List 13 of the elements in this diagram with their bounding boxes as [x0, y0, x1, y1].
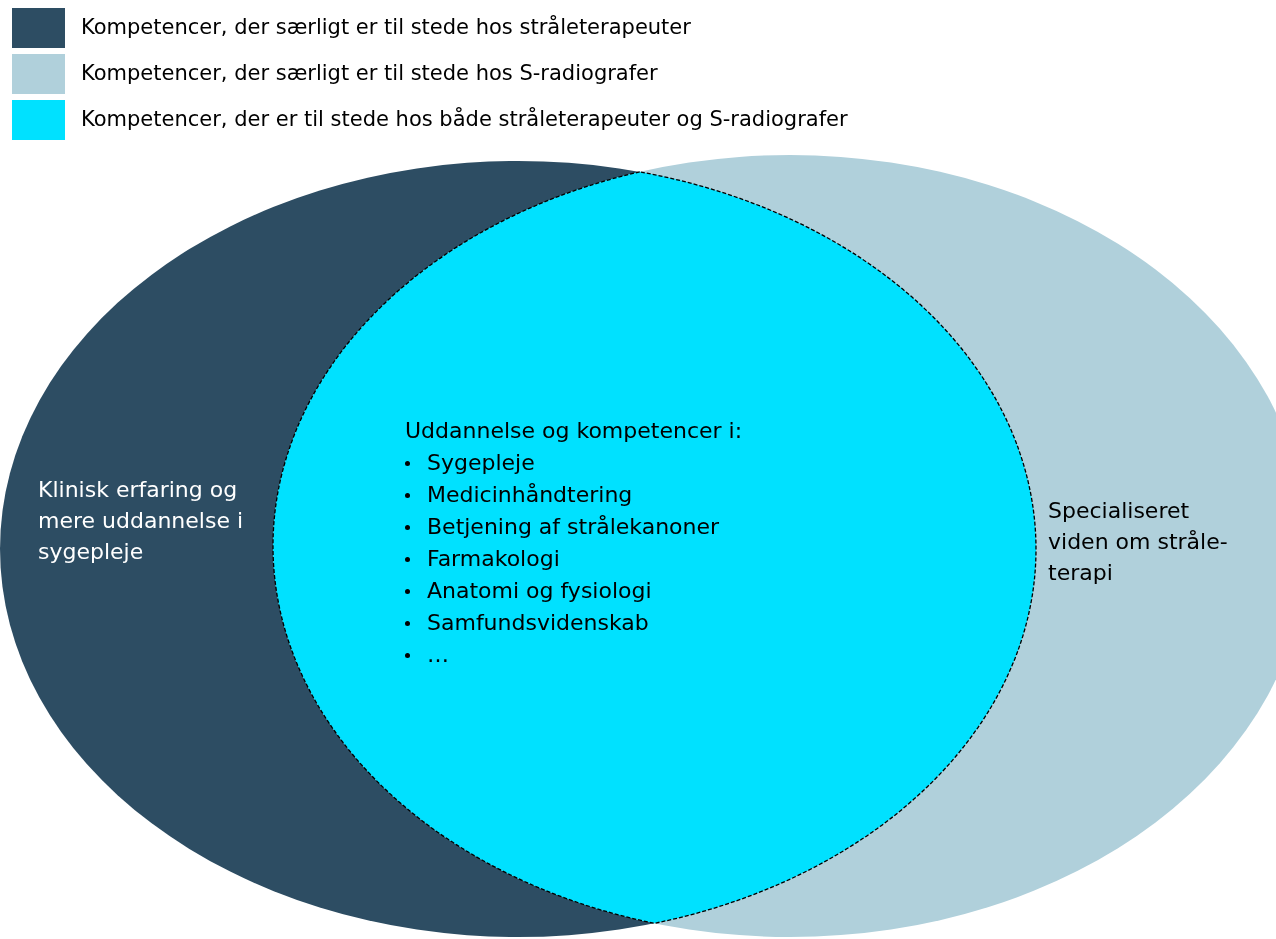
legend-label: Kompetencer, der særligt er til stede hos stråleterapeuter [81, 14, 691, 42]
legend-label: Kompetencer, der er til stede hos både stråleterapeuter og S-radiografer [81, 106, 848, 134]
list-item: Farmakologi [427, 545, 560, 573]
list-item: Anatomi og fysiologi [427, 577, 652, 605]
list-item: Betjening af strålekanoner [427, 513, 720, 541]
list-item: Sygepleje [427, 449, 535, 477]
list-heading: Uddannelse og kompetencer i: [405, 417, 744, 445]
legend-label: Kompetencer, der særligt er til stede hos S-radiografer [81, 60, 658, 88]
region-label: Klinisk erfaring og mere uddannelse i sygepleje [38, 476, 245, 566]
list-item: … [427, 641, 449, 669]
region-label: Specialiseret viden om stråle-terapi [1048, 497, 1229, 587]
list-item: Medicinhåndtering [427, 481, 633, 509]
list-item: Samfundsvidenskab [427, 609, 649, 637]
